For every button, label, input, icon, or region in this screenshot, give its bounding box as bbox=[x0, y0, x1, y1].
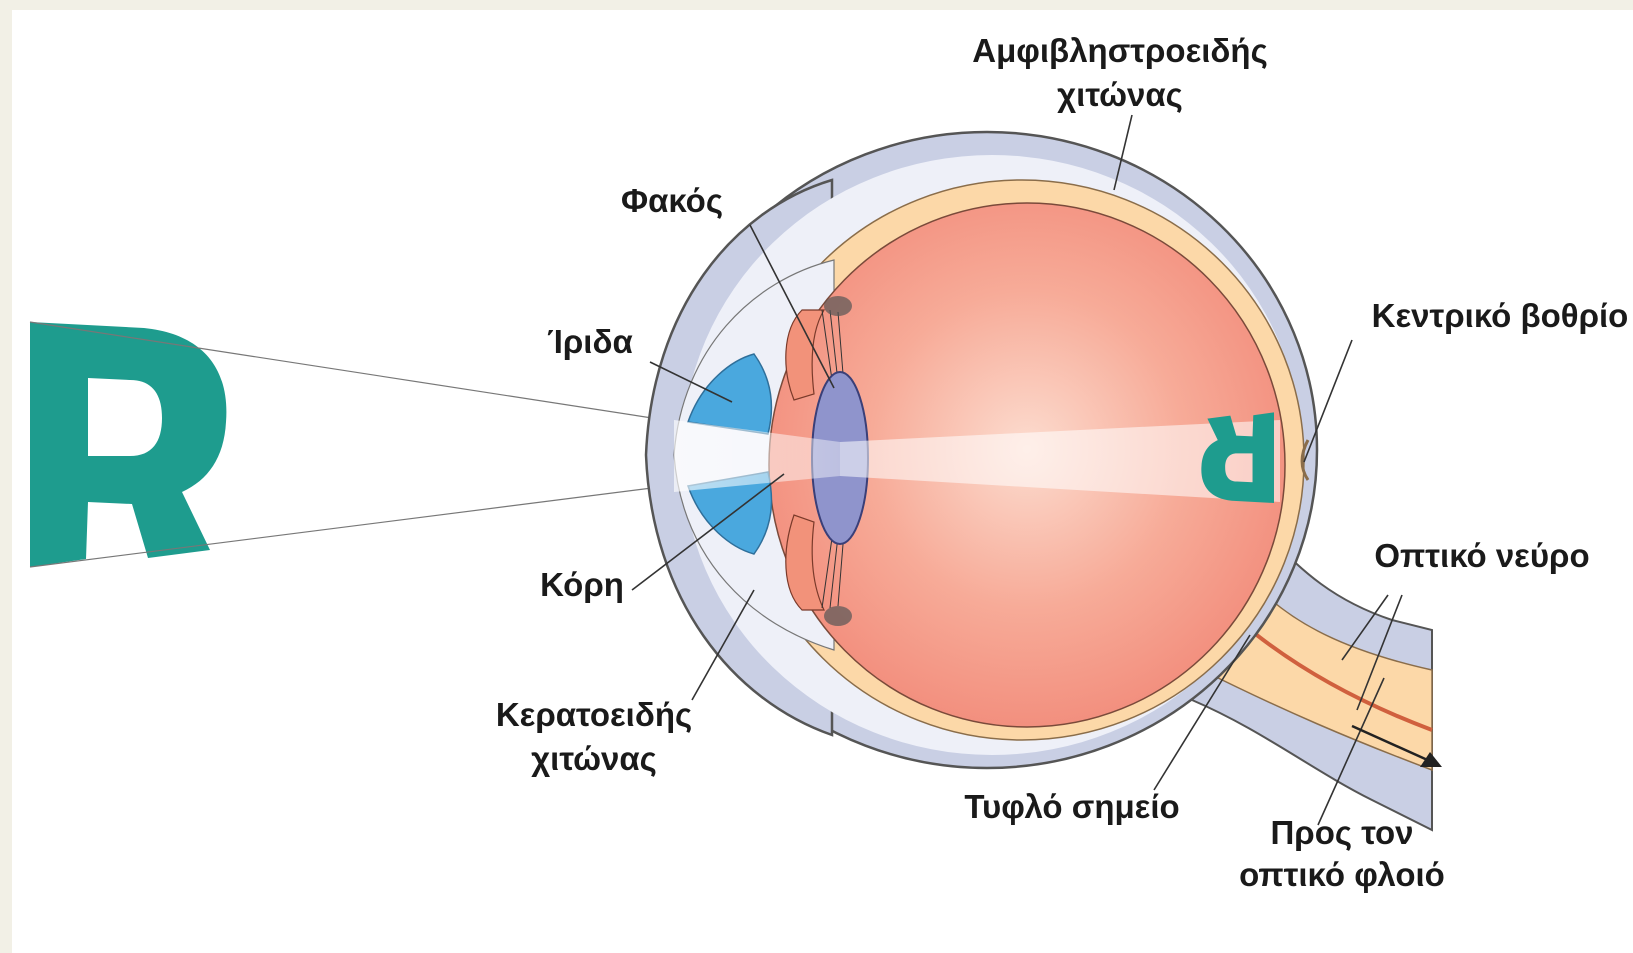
zonule-attach-bottom bbox=[824, 606, 852, 626]
cornea-label-line2: χιτώνας bbox=[531, 740, 657, 777]
cornea-label-line1: Κερατοειδής bbox=[496, 696, 692, 733]
retina-label-line2: χιτώνας bbox=[1057, 76, 1183, 113]
lens-label: Φακός bbox=[621, 182, 723, 219]
fovea-label: Κεντρικό βοθρίο bbox=[1372, 297, 1629, 334]
zonule-attach-top bbox=[824, 296, 852, 316]
retina-label-line1: Αμφιβληστροειδής bbox=[972, 32, 1268, 69]
diagram-canvas: Αμφιβληστροειδής χιτώνας Φακός Ίριδα Κεν… bbox=[12, 10, 1633, 953]
to-cortex-label-line1: Προς τον bbox=[1270, 814, 1413, 851]
blind-spot-label: Τυφλό σημείο bbox=[964, 788, 1179, 825]
iris-label: Ίριδα bbox=[547, 323, 633, 360]
eye-diagram: Αμφιβληστροειδής χιτώνας Φακός Ίριδα Κεν… bbox=[12, 10, 1633, 953]
pupil-label: Κόρη bbox=[540, 566, 624, 603]
to-cortex-label-line2: οπτικό φλοιό bbox=[1239, 856, 1445, 893]
optic-nerve-label: Οπτικό νεύρο bbox=[1374, 537, 1589, 574]
object-letter-r bbox=[30, 322, 226, 567]
